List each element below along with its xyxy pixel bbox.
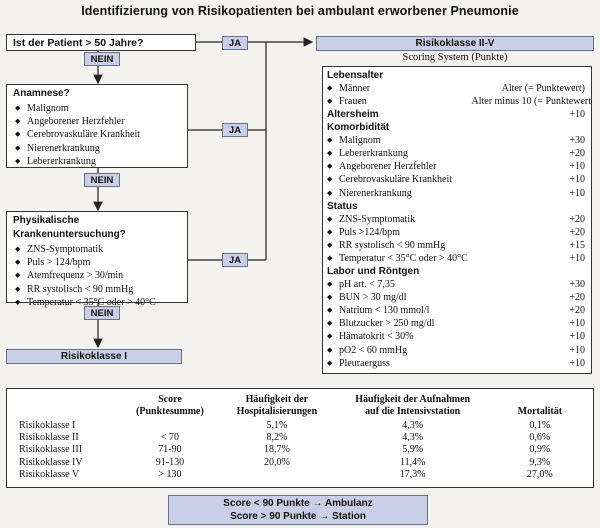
score-row: ◆BUN > 30 mg/dl+20 — [327, 292, 585, 304]
anamnese-list: Malignom Angeborener Herzfehler Cerebrov… — [13, 102, 181, 168]
table-header: Häufigkeit der Aufnahmen auf die Intensi… — [355, 394, 471, 417]
question-age-box: Ist der Patient > 50 Jahre? — [6, 34, 196, 51]
list-item: Temperatur < 35°C oder > 40°C — [13, 296, 181, 309]
score-row: ◆ZNS-Symptomatik+20 — [327, 213, 585, 225]
score-row: ◆Temperatur < 35°C oder > 40°C+10 — [327, 252, 585, 264]
scoring-subtitle: Scoring System (Punkte) — [402, 52, 508, 63]
nein-label-2: NEIN — [84, 173, 120, 187]
list-item: Nierenerkrankung — [13, 142, 181, 155]
altersheim-row: Altersheim+10 — [327, 109, 585, 121]
score-row: ◆Malignom+30 — [327, 135, 585, 147]
anamnese-heading: Anamnese? — [13, 88, 70, 99]
score-row: ◆Puls >124/bpm+20 — [327, 226, 585, 238]
footer-station: Score > 90 Punkte → Station — [230, 511, 366, 522]
risikoklasse-1-box: Risikoklasse I — [6, 349, 182, 364]
risk-class-table: Score (Punktesumme) Häufigkeit der Hospi… — [6, 388, 594, 488]
score-row: ◆Natrium < 130 mmol/l+20 — [327, 305, 585, 317]
score-row: ◆Pleuraerguss+10 — [327, 357, 585, 369]
table-header: Mortalität — [517, 406, 563, 417]
anamnese-box: Anamnese? Malignom Angeborener Herzfehle… — [6, 84, 188, 168]
ja-label-1: JA — [222, 36, 248, 50]
score-row: ◆Hämatokrit < 30%+10 — [327, 331, 585, 343]
untersuchung-list: ZNS-Symptomatik Puls > 124/bpm Atemfrequ… — [13, 243, 181, 309]
list-item: RR systolisch < 90 mmHg — [13, 283, 181, 296]
list-item: Cerebrovaskuläre Krankheit — [13, 128, 181, 141]
nein-label-3: NEIN — [84, 306, 120, 320]
ja-label-3: JA — [222, 253, 248, 267]
score-row: ◆Nierenerkrankung+10 — [327, 187, 585, 199]
list-item: Atemfrequenz > 30/min — [13, 269, 181, 282]
untersuchung-heading: Physikalische Krankenuntersuchung? — [13, 215, 126, 240]
disposition-footer: Score < 90 Punkte → Ambulanz Score > 90 … — [168, 495, 428, 525]
list-item: ZNS-Symptomatik — [13, 243, 181, 256]
komorbiditaet-heading: Komorbidität — [327, 122, 390, 134]
table-header-row: Score (Punktesumme) Häufigkeit der Hospi… — [11, 394, 589, 420]
score-row: ◆Cerebrovaskuläre Krankheit+10 — [327, 174, 585, 186]
untersuchung-box: Physikalische Krankenuntersuchung? ZNS-S… — [6, 211, 188, 309]
score-row: ◆RR systolisch < 90 mmHg+15 — [327, 239, 585, 251]
lebensalter-heading: Lebensalter — [327, 70, 384, 81]
footer-ambulanz: Score < 90 Punkte → Ambulanz — [223, 498, 373, 509]
ja-label-2: JA — [222, 123, 248, 137]
risikoklasse-2-5-header: Risikoklasse II-V — [316, 36, 594, 51]
table-header: Score (Punktesumme) — [136, 394, 204, 417]
score-row: ◆pH art. < 7,35+30 — [327, 279, 585, 291]
nein-label-1: NEIN — [84, 52, 120, 66]
table-header: Häufigkeit der Hospitalisierungen — [236, 394, 318, 417]
status-heading: Status — [327, 200, 358, 212]
question-age-text: Ist der Patient > 50 Jahre? — [13, 37, 144, 49]
list-item: Malignom — [13, 102, 181, 115]
risk-table: Score (Punktesumme) Häufigkeit der Hospi… — [11, 394, 589, 481]
score-row: ◆pO2 < 60 mmHg+10 — [327, 344, 585, 356]
score-row: ◆Blutzucker > 250 mg/dl+10 — [327, 318, 585, 330]
list-item: Lebererkrankung — [13, 155, 181, 168]
labor-heading: Labor und Röntgen — [327, 266, 420, 278]
table-header — [11, 394, 121, 420]
page-title: Identifizierung von Risikopatienten bei … — [81, 4, 519, 18]
score-row: ◆Lebererkrankung+20 — [327, 148, 585, 160]
list-item: Angeborener Herzfehler — [13, 115, 181, 128]
list-item: Puls > 124/bpm — [13, 256, 181, 269]
score-row: ◆Angeborener Herzfehler+10 — [327, 161, 585, 173]
